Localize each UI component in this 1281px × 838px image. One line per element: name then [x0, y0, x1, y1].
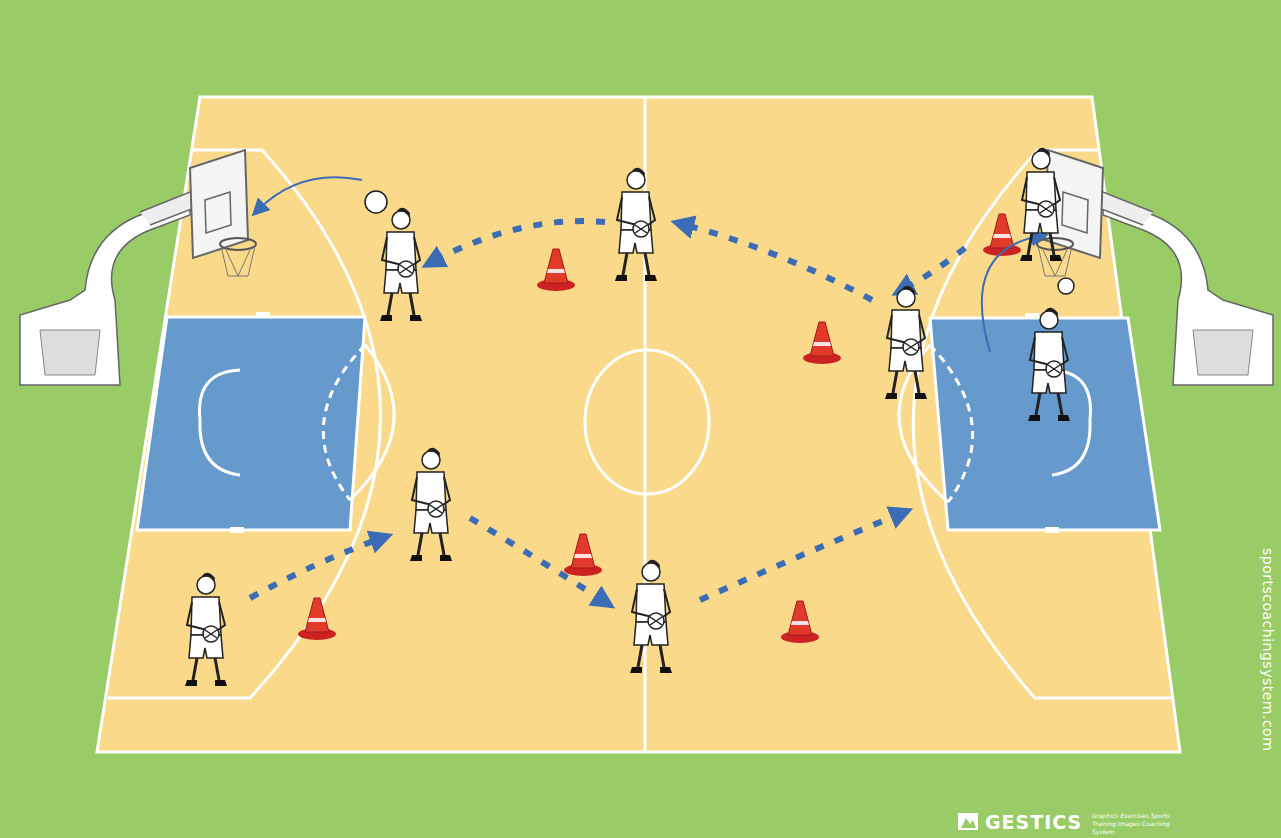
watermark-text: sportscoachingsystem.com — [1260, 548, 1276, 751]
logo-text: GESTICS — [985, 811, 1082, 833]
logo-subtitle: Graphics Exercises Sports Training Image… — [1092, 812, 1184, 836]
